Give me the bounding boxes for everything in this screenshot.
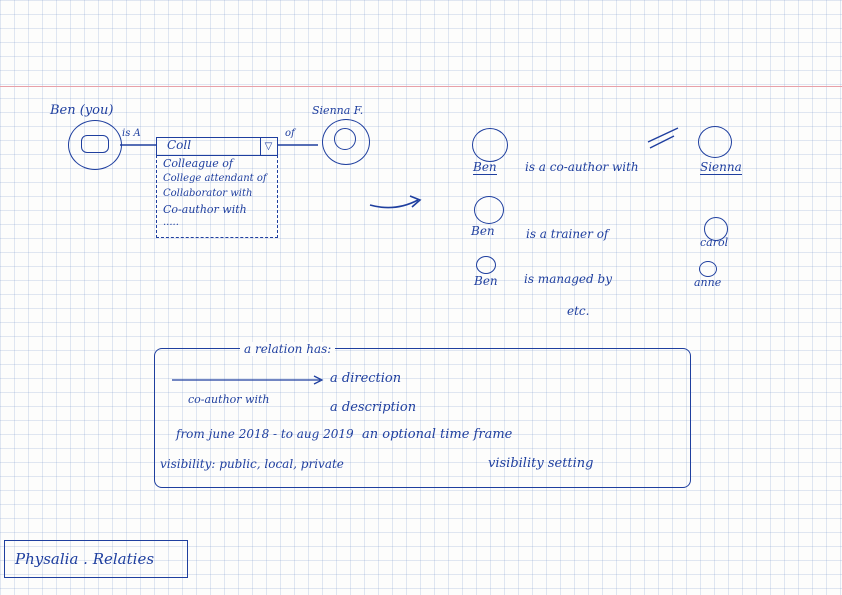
user-avatar [68,120,122,170]
row2-verb: is a trainer of [526,227,609,241]
relation-box-title: a relation has: [240,342,336,356]
dropdown-option[interactable]: Co-author with [163,203,247,216]
row3-verb: is managed by [524,272,612,286]
row1-verb: is a co-author with [525,160,639,174]
relation-dropdown[interactable]: Coll ▽ [156,137,278,156]
target-avatar [322,119,370,165]
relation-definition-box [154,348,691,488]
dropdown-option[interactable]: College attendant of [163,173,267,184]
left-item-relation: co-author with [188,393,270,406]
row3-subject: Ben [474,274,498,288]
dropdown-options-list: Colleague of College attendant of Collab… [156,155,278,238]
left-item-visibility: visibility: public, local, private [160,457,344,471]
right-item-description: a description [330,400,417,415]
target-label: Sienna F. [312,104,364,117]
ben-avatar-3 [476,256,496,274]
dropdown-value: Coll [167,138,192,152]
row1-subject: Ben [473,160,497,175]
of-label: of [285,128,295,139]
row2-subject: Ben [471,224,495,238]
right-item-direction: a direction [330,371,402,386]
dropdown-option[interactable]: Colleague of [163,157,233,170]
footer-label: Physalia . Relaties [15,550,155,568]
user-face-icon [81,135,109,153]
footer-box: Physalia . Relaties [4,540,188,578]
row2-object: carol [700,236,729,249]
carol-avatar [704,217,728,241]
etc-label: etc. [567,304,590,318]
dropdown-option[interactable]: Collaborator with [163,188,253,199]
is-a-label: is A [122,128,141,139]
right-item-timeframe: an optional time frame [362,427,513,442]
dropdown-option[interactable]: ..... [163,217,179,228]
row1-object: Sienna [700,160,742,175]
right-item-visibility: visibility setting [488,456,594,471]
ben-avatar-2 [474,196,504,224]
left-item-time: from june 2018 - to aug 2019 [176,427,354,441]
paper-margin-line [0,86,842,87]
ben-avatar-1 [472,128,508,162]
user-label: Ben (you) [50,103,114,118]
row3-object: anne [694,276,722,289]
chevron-down-icon[interactable]: ▽ [260,138,276,155]
anne-avatar [699,261,717,277]
sienna-avatar [698,126,732,158]
target-face-icon [334,128,356,150]
